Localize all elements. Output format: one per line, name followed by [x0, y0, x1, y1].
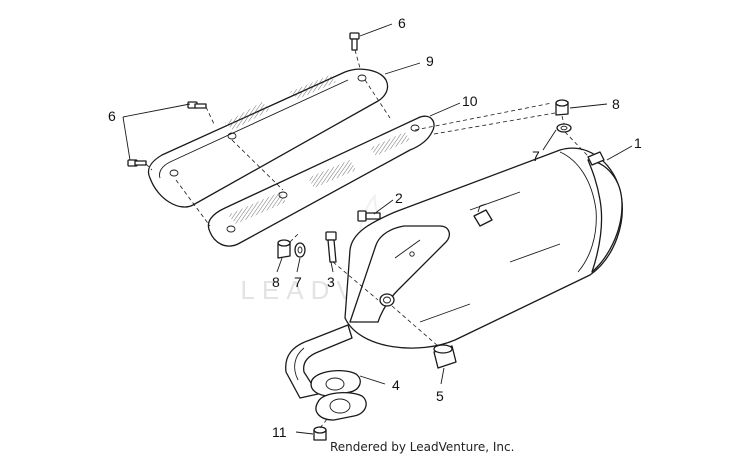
screw-6-left-lower [127, 159, 153, 171]
callout-2: 2 [395, 190, 403, 206]
alignment-lines [175, 79, 556, 243]
callout-10: 10 [462, 93, 478, 109]
callout-8-left: 8 [272, 274, 280, 290]
callout-4: 4 [392, 377, 400, 393]
screw-6-left-upper [187, 101, 215, 125]
mount-bracket [349, 225, 451, 323]
callout-1: 1 [634, 135, 642, 151]
callout-6-left: 6 [108, 108, 116, 124]
part-4-flange-gasket [310, 369, 367, 421]
callout-11: 11 [272, 424, 287, 440]
callout-3: 3 [327, 274, 335, 290]
callout-7-left: 7 [294, 274, 302, 290]
part-5-rubber-mount [391, 305, 457, 369]
fasteners [127, 32, 589, 441]
screw-2 [357, 210, 381, 222]
callouts: 1 2 3 4 5 6 6 7 7 8 8 9 10 11 [108, 15, 642, 440]
callout-5: 5 [436, 388, 444, 404]
spacer-8-right [555, 99, 569, 116]
callout-8-right: 8 [612, 96, 620, 112]
leader-lines [122, 23, 633, 435]
nut-11 [313, 417, 329, 441]
bolt-3 [325, 231, 379, 301]
callout-7-right: 7 [532, 148, 540, 164]
washer-7-left [294, 242, 306, 258]
part-9-heat-shield [147, 68, 389, 208]
part-10-heat-shield [207, 115, 435, 247]
callout-9: 9 [426, 53, 434, 69]
screw-6-top [349, 32, 361, 69]
callout-6-top: 6 [398, 15, 406, 31]
credit-text: Rendered by LeadVenture, Inc. [330, 440, 514, 454]
washer-7-right [556, 115, 589, 157]
spacer-8-left [277, 239, 291, 259]
